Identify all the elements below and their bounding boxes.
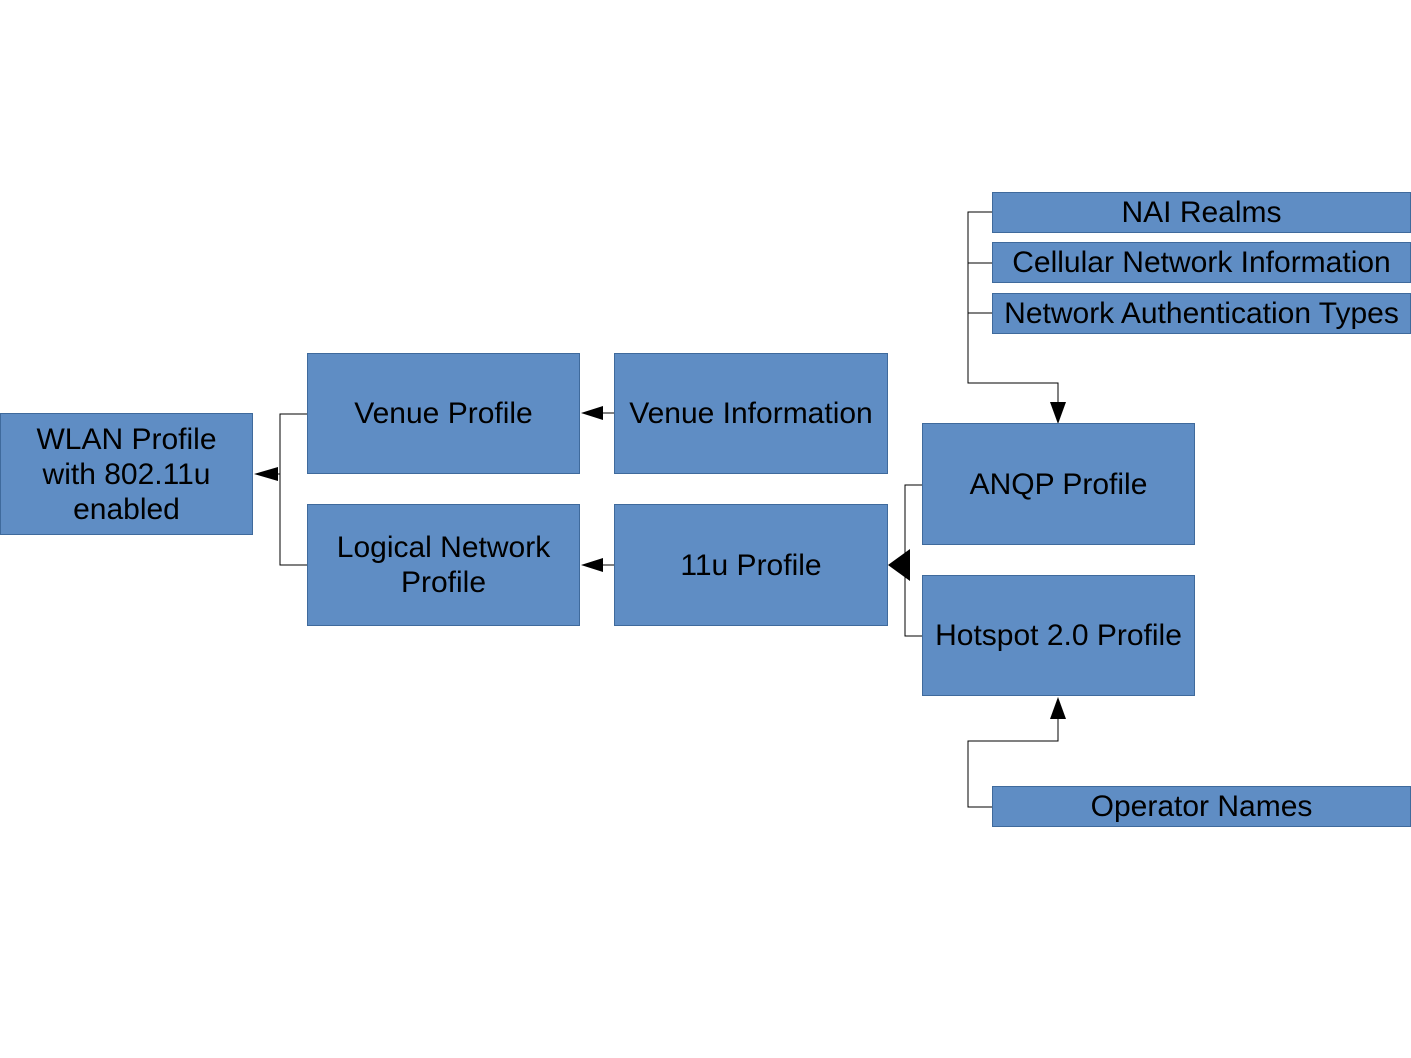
hotspot-profile-node: Hotspot 2.0 Profile [922,575,1195,696]
wlan-profile-node: WLAN Profile with 802.11u enabled [0,413,253,535]
arrowhead-venue-profile [581,406,603,420]
logical-network-profile-node: Logical Network Profile [307,504,580,626]
edge-anqp-profile-to-11u-profile [904,484,923,565]
network-authentication-types-node: Network Authentication Types [992,293,1411,334]
11u-profile-node: 11u Profile [614,504,888,626]
arrowhead-anqp-profile [1050,402,1066,424]
arrowhead-logical-network-profile [581,558,603,572]
operator-names-label: Operator Names [1090,790,1313,823]
venue-profile-label: Venue Profile [354,397,533,430]
logical-network-profile-label: Logical Network Profile [336,531,551,599]
arrowhead-11u-profile [888,549,910,581]
edge-hotspot-profile-to-11u-profile [904,565,923,637]
arrowhead-wlan-profile [254,467,278,481]
wlan-profile-label: WLAN Profile with 802.11u enabled [36,422,217,526]
anqp-profile-node: ANQP Profile [922,423,1195,545]
cellular-network-information-label: Cellular Network Information [1012,246,1391,279]
venue-information-node: Venue Information [614,353,888,474]
anqp-profile-label: ANQP Profile [969,467,1148,501]
hotspot-profile-label: Hotspot 2.0 Profile [935,619,1182,652]
nai-realms-label: NAI Realms [1121,196,1282,229]
venue-information-label: Venue Information [629,397,873,430]
nai-realms-node: NAI Realms [992,192,1411,233]
edge-nai-realms-to-anqp-profile [967,211,1059,403]
operator-names-node: Operator Names [992,786,1411,827]
arrowhead-hotspot-profile [1050,697,1066,719]
edge-venue-profile-to-wlan-profile [275,413,308,475]
venue-profile-node: Venue Profile [307,353,580,474]
cellular-network-information-node: Cellular Network Information [992,242,1411,283]
11u-profile-label: 11u Profile [680,548,822,582]
edge-operator-names-to-hotspot-profile [967,718,1059,808]
edge-logical-network-profile-to-wlan-profile [279,474,308,566]
network-authentication-types-label: Network Authentication Types [1004,297,1399,330]
